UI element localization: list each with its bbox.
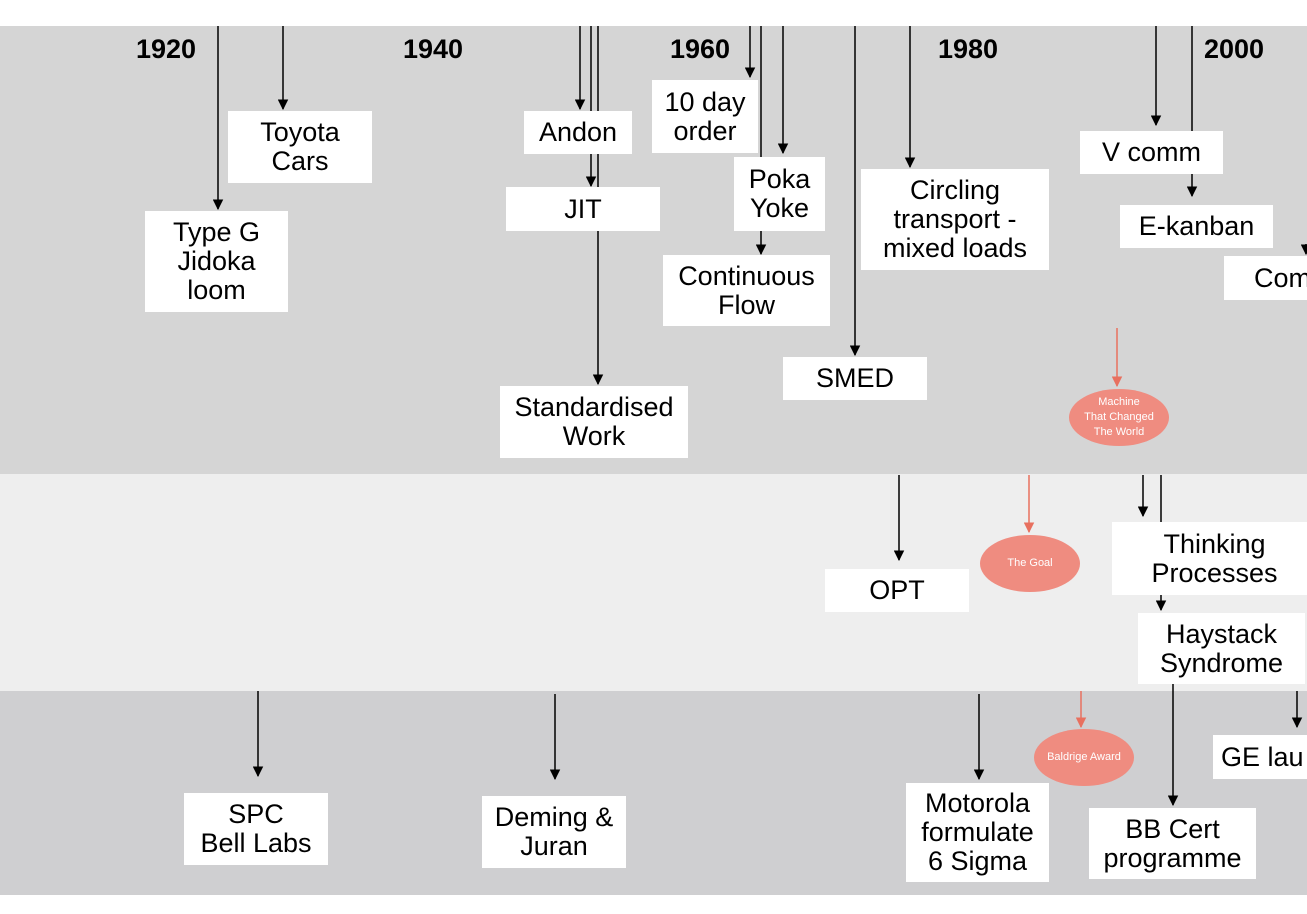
event-type-g-jidoka-loom: Type G Jidoka loom	[145, 211, 288, 312]
event-e-kanban: E-kanban	[1120, 205, 1273, 248]
event-smed: SMED	[783, 357, 927, 400]
event-haystack-syndrome: Haystack Syndrome	[1138, 613, 1305, 684]
event-toyota-cars: Toyota Cars	[228, 111, 372, 183]
event-circling-transport: Circling transport - mixed loads	[861, 169, 1049, 270]
milestone-the-goal: The Goal	[980, 535, 1080, 592]
event-standardised-work: Standardised Work	[500, 386, 688, 458]
lane-middle	[0, 474, 1307, 691]
event-thinking-processes: Thinking Processes	[1112, 522, 1307, 595]
event-andon: Andon	[524, 111, 632, 154]
event-ten-day-order: 10 day order	[652, 80, 758, 153]
event-bb-cert-programme: BB Cert programme	[1089, 808, 1256, 879]
event-continuous-flow: Continuous Flow	[663, 255, 830, 326]
event-motorola-6-sigma: Motorola formulate 6 Sigma	[906, 783, 1049, 882]
event-ge-launch-truncated: GE lau	[1213, 735, 1307, 779]
event-v-comm: V comm	[1080, 131, 1223, 174]
event-deming-juran: Deming & Juran	[482, 796, 626, 868]
year-label-1920: 1920	[136, 34, 197, 64]
event-spc-bell-labs: SPC Bell Labs	[184, 793, 328, 865]
milestone-machine-changed-world: Machine That Changed The World	[1069, 389, 1169, 446]
year-label-1940: 1940	[403, 34, 464, 64]
year-label-2000: 2000	[1204, 34, 1265, 64]
year-label-1980: 1980	[938, 34, 999, 64]
year-label-1960: 1960	[670, 34, 731, 64]
event-poka-yoke: Poka Yoke	[734, 157, 825, 231]
event-jit: JIT	[506, 187, 660, 231]
milestone-baldrige-award: Baldrige Award	[1034, 729, 1134, 786]
event-opt: OPT	[825, 569, 969, 612]
event-com-truncated: Com	[1224, 256, 1307, 300]
